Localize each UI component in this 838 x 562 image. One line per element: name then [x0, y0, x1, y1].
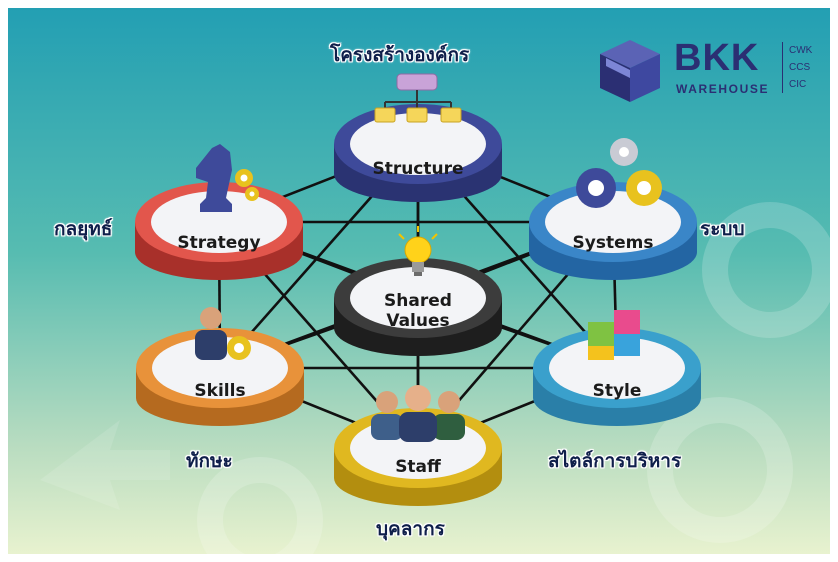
node-strategy: Strategy [134, 144, 304, 280]
logo-code: CIC [789, 79, 807, 90]
gears-icon [576, 138, 662, 208]
thai-label-style: สไตล์การบริหาร [548, 450, 682, 472]
node-label-line1: Shared [384, 291, 452, 311]
node-label: Staff [395, 457, 441, 477]
logo-subtitle: WAREHOUSE [676, 82, 770, 96]
org-chart-icon [374, 73, 462, 123]
logo-brand: BKK [674, 37, 760, 79]
thai-label-structure: โครงสร้างองค์กร [330, 44, 470, 66]
node-shared-values: Shared Values [333, 226, 503, 356]
chess-knight-icon [196, 144, 259, 212]
structure-disk [334, 104, 502, 202]
businessman-gear-icon [195, 307, 251, 360]
thai-label-skills: ทักษะ [186, 450, 233, 472]
node-label: Strategy [177, 233, 261, 253]
node-structure: Structure [333, 73, 503, 202]
node-systems: Systems [528, 138, 698, 280]
people-group-icon [371, 385, 465, 442]
node-label: Style [592, 381, 642, 401]
thai-label-strategy: กลยุทธ์ [54, 218, 113, 240]
node-style: Style [532, 306, 702, 426]
node-label-line2: Values [386, 311, 450, 331]
puzzle-icon [588, 310, 640, 360]
skills-disk [136, 328, 304, 426]
node-label: Systems [572, 233, 654, 253]
node-skills: Skills [135, 306, 305, 426]
shared-values-disk [334, 258, 502, 356]
strategy-disk [135, 182, 303, 280]
thai-label-staff: บุคลากร [376, 518, 445, 540]
node-label: Skills [194, 381, 246, 401]
bkk-warehouse-logo: BKK WAREHOUSE CWK CCS CIC [596, 36, 832, 106]
lightbulb-icon [398, 226, 438, 276]
logo-codes: CWK CCS CIC [782, 42, 812, 93]
logo-code: CWK [789, 45, 813, 56]
logo-code: CCS [789, 62, 811, 73]
thai-label-systems: ระบบ [700, 218, 745, 240]
node-staff: Staff [333, 385, 503, 506]
node-label: Structure [372, 159, 464, 179]
systems-disk [529, 182, 697, 280]
warehouse-box-icon [600, 40, 660, 102]
style-disk [533, 328, 701, 426]
